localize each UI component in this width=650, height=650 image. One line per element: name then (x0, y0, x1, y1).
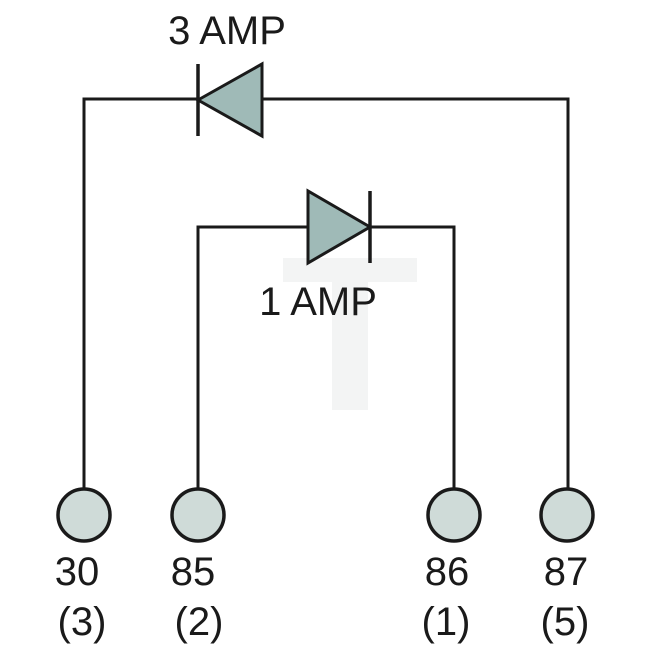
terminal-85-circle (170, 487, 226, 543)
diode-3amp-label: 3 AMP (168, 9, 286, 53)
terminal-30-id-label: 30 (55, 550, 100, 594)
terminal-85: 85 (2) (170, 487, 226, 644)
terminal-85-id-label: 85 (171, 550, 216, 594)
diode-1amp-triangle (306, 188, 373, 266)
terminal-86: 86 (1) (422, 487, 482, 644)
diode-1amp-label: 1 AMP (259, 280, 377, 324)
diode-1amp: 1 AMP (259, 188, 377, 324)
terminal-30: 30 (3) (55, 487, 112, 644)
terminal-85-pin-label: (2) (175, 600, 224, 644)
diode-3amp: 3 AMP (168, 9, 286, 139)
watermark-t (283, 258, 417, 410)
terminal-87-id-label: 87 (544, 550, 589, 594)
diode-3amp-triangle (194, 61, 264, 139)
terminal-86-pin-label: (1) (422, 600, 471, 644)
terminal-86-circle (426, 487, 482, 543)
watermark-t-stem (332, 258, 368, 410)
terminal-87: 87 (5) (539, 487, 595, 644)
terminal-30-circle (56, 487, 112, 543)
terminal-86-id-label: 86 (425, 550, 470, 594)
terminal-30-pin-label: (3) (58, 600, 107, 644)
terminal-87-circle (539, 487, 595, 543)
wire-outer-loop-30-to-87 (82, 97, 570, 490)
terminal-87-pin-label: (5) (541, 600, 590, 644)
